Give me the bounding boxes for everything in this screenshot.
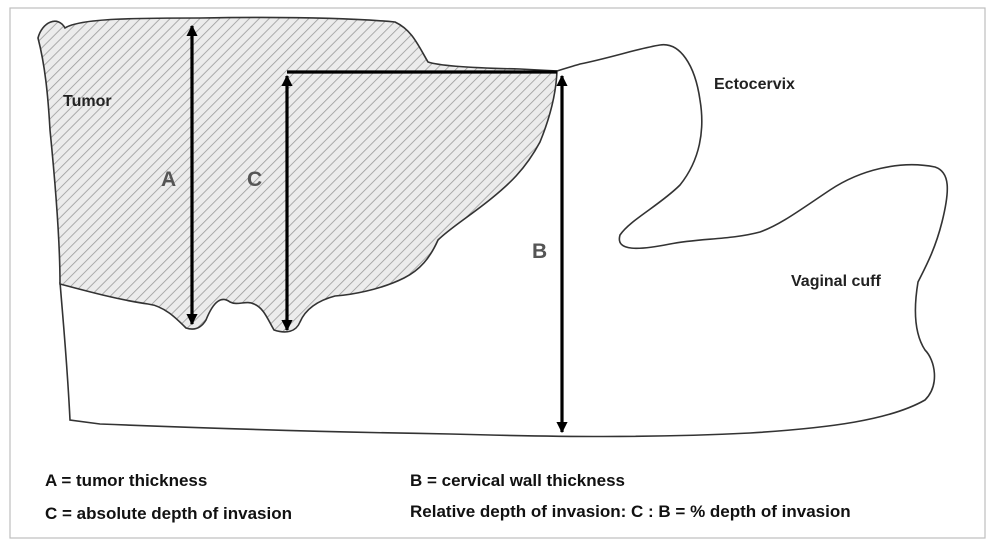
- legend-b: B = cervical wall thickness: [410, 471, 625, 490]
- measure-a-label: A: [161, 168, 176, 191]
- legend-relative: Relative depth of invasion: C : B = % de…: [410, 502, 851, 521]
- legend-a: A = tumor thickness: [45, 471, 207, 490]
- label-tumor: Tumor: [63, 93, 112, 110]
- tumor-region: [38, 17, 557, 331]
- measure-c-label: C: [247, 168, 262, 191]
- legend-c: C = absolute depth of invasion: [45, 504, 292, 523]
- label-vaginal-cuff: Vaginal cuff: [791, 273, 881, 290]
- measure-b-label: B: [532, 240, 547, 263]
- label-ectocervix: Ectocervix: [714, 76, 795, 93]
